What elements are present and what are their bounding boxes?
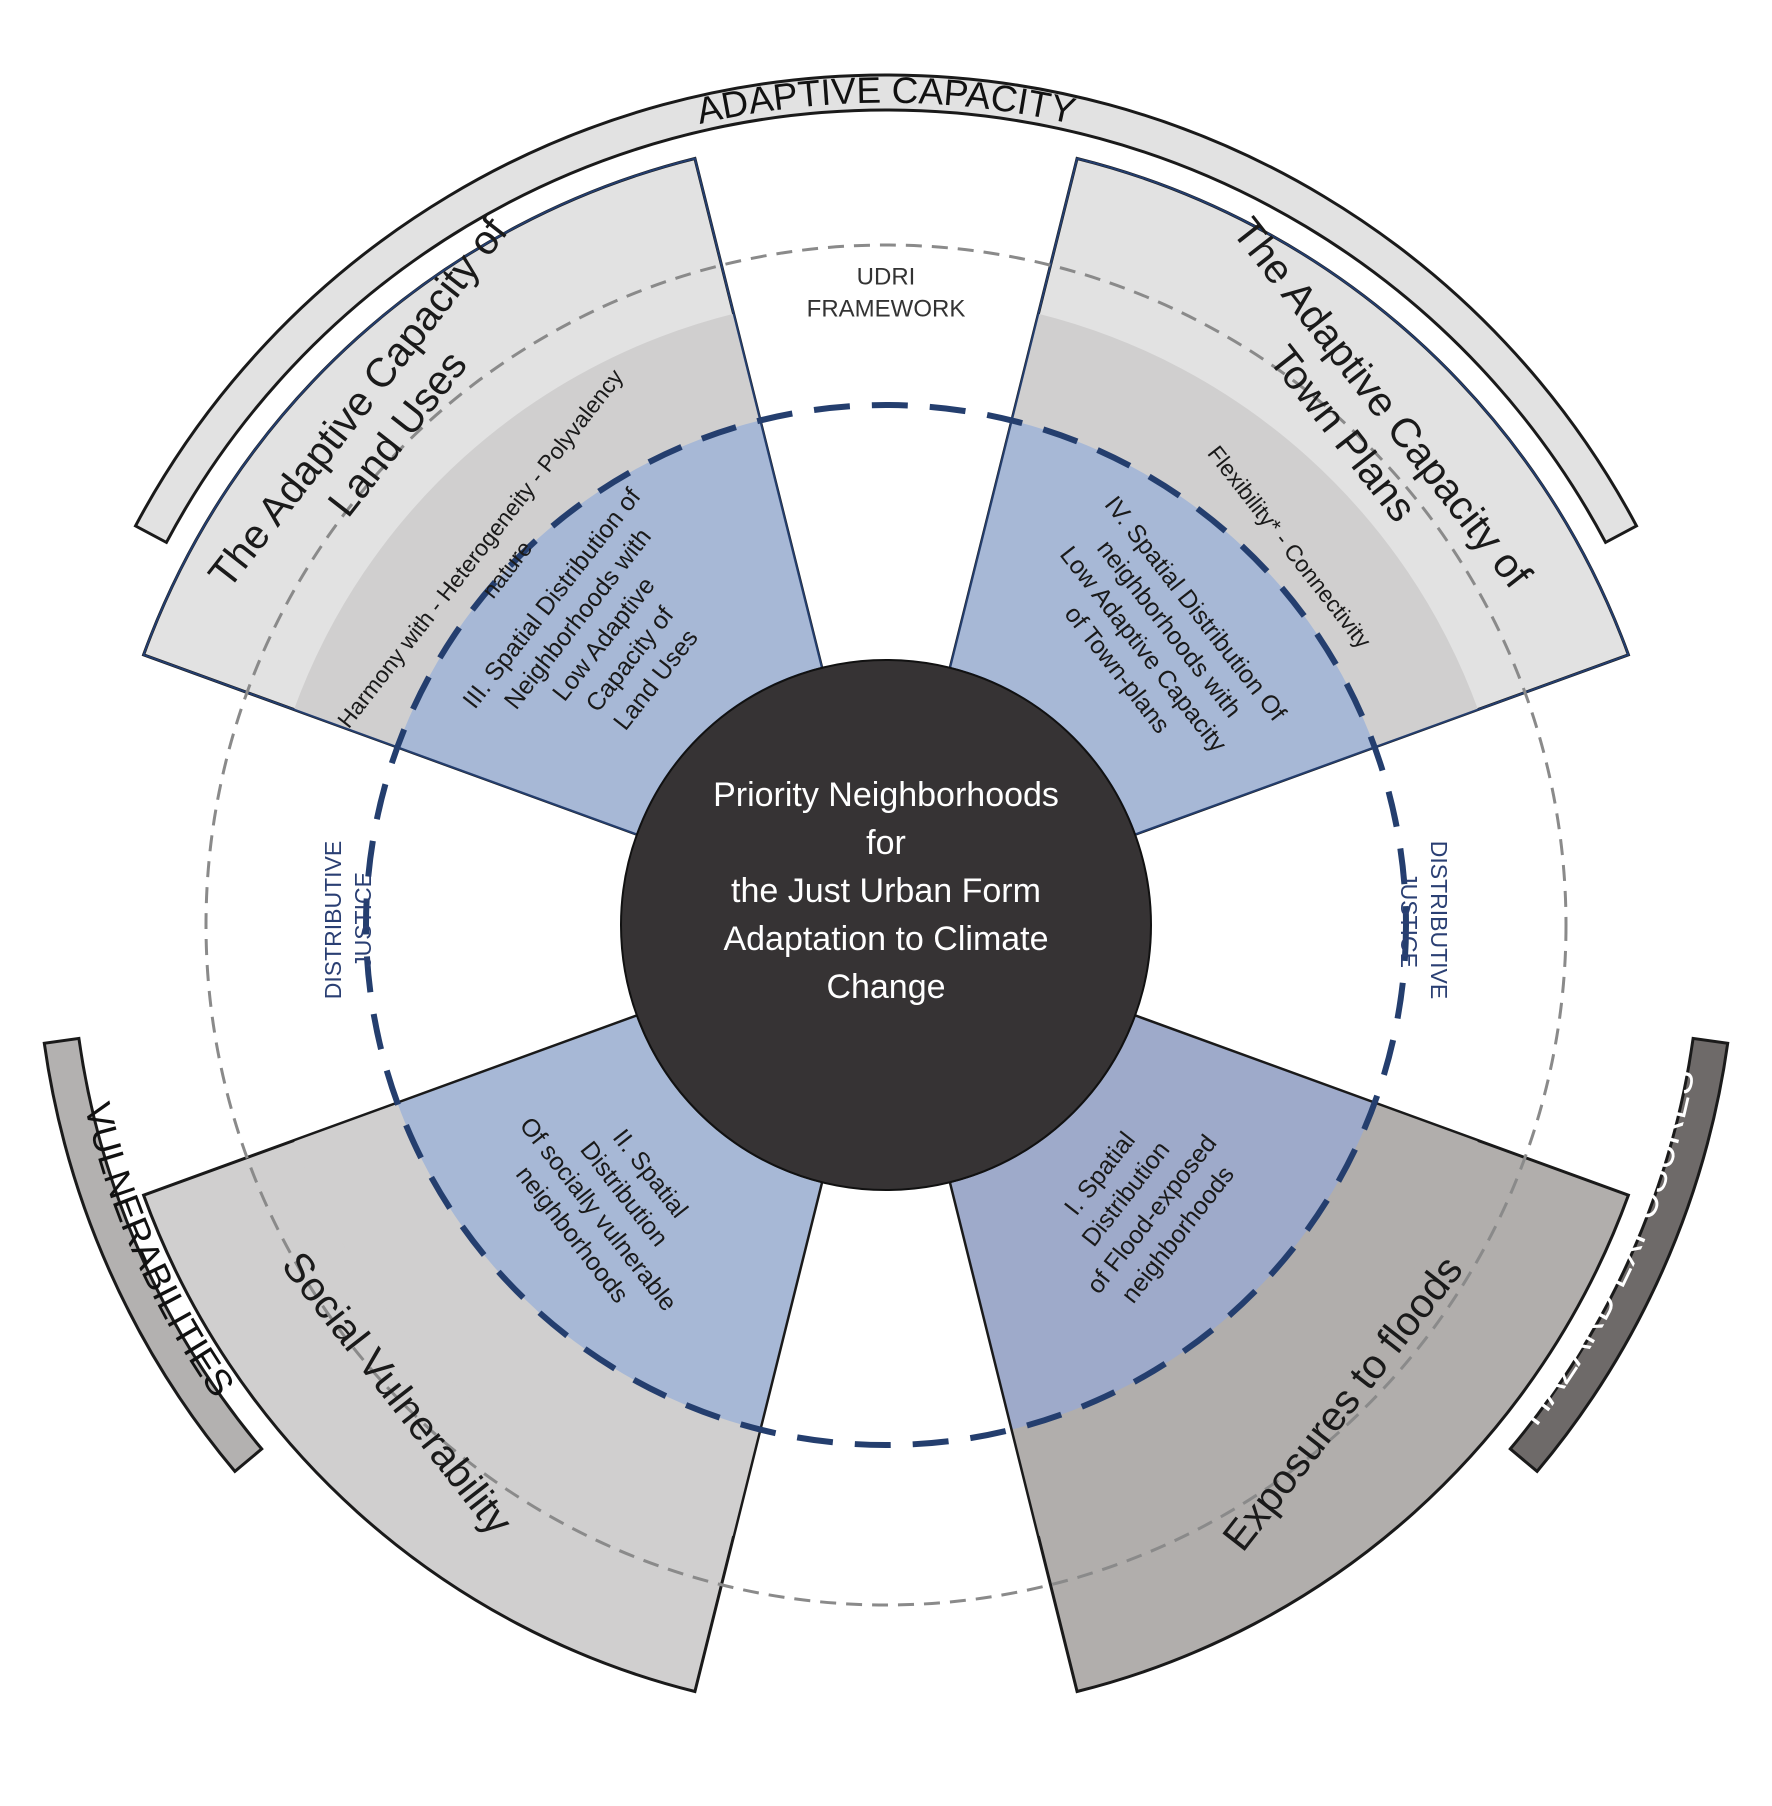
social-vulnerability-analysis-zone bbox=[397, 1015, 822, 1430]
town-plans-analysis-zone bbox=[950, 420, 1375, 835]
center-title-line: Change bbox=[826, 968, 945, 1006]
udri-framework-label-group: UDRI FRAMEWORK bbox=[807, 263, 966, 322]
center-title-line: the Just Urban Form bbox=[731, 872, 1041, 910]
distributive-justice-right: JUSTICE bbox=[1396, 872, 1422, 968]
vulnerabilities-band bbox=[42, 1036, 264, 1474]
priority-core-circle bbox=[620, 659, 1152, 1191]
udri-framework-label: UDRI bbox=[857, 263, 916, 290]
distributive-justice-right: DISTRIBUTIVE bbox=[1426, 841, 1452, 999]
land-uses-analysis-zone bbox=[397, 420, 822, 835]
adaptive-capacity-band bbox=[133, 73, 1639, 545]
floods-analysis-zone bbox=[950, 1015, 1375, 1430]
center-title-line: for bbox=[866, 824, 906, 862]
udri-framework-label: FRAMEWORK bbox=[807, 295, 966, 322]
center-title-line: Priority Neighborhoods bbox=[713, 776, 1059, 814]
hazard-exposures-band bbox=[1508, 1036, 1730, 1474]
distributive-justice-circle bbox=[363, 402, 1409, 1448]
framework-circles bbox=[204, 243, 1568, 1607]
distributive-justice-left: DISTRIBUTIVE bbox=[320, 841, 346, 999]
udri-framework-circle bbox=[204, 243, 1568, 1607]
distributive-justice-left: JUSTICE bbox=[350, 872, 376, 968]
center-title-line: Adaptation to Climate bbox=[723, 920, 1048, 958]
